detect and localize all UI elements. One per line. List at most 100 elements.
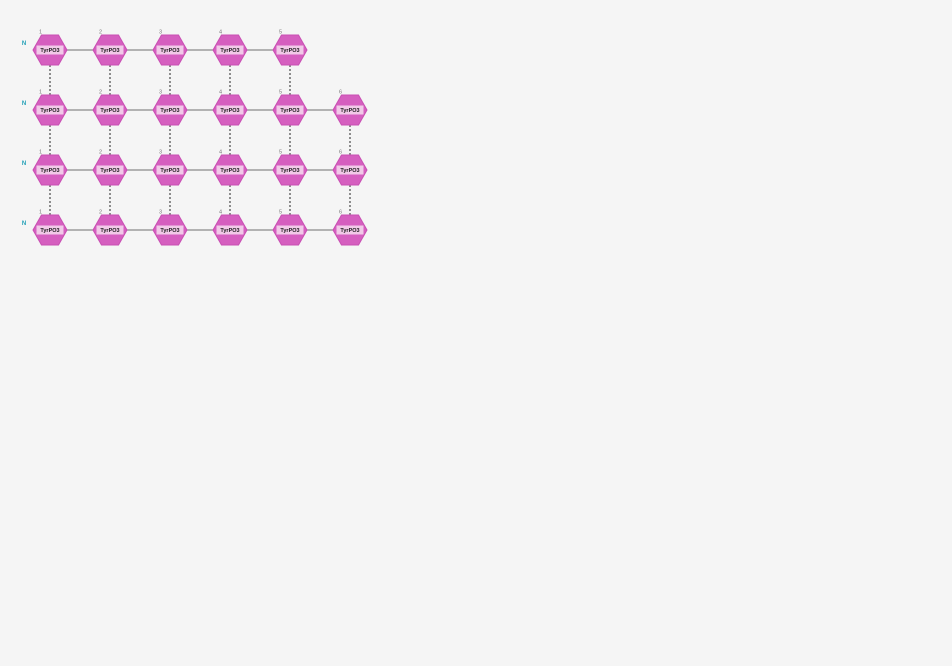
residue-position-label: 4 — [219, 90, 222, 96]
n-terminus-label: N — [22, 41, 26, 47]
residue-label-band — [216, 105, 244, 115]
residue-position-label: 4 — [219, 30, 222, 36]
residue-node[interactable]: TyrPO3 — [92, 34, 128, 66]
residue-position-label: 6 — [339, 150, 342, 156]
residue-label-band — [156, 225, 184, 235]
residue-node[interactable]: TyrPO3 — [92, 214, 128, 246]
residue-position-label: 5 — [279, 150, 282, 156]
residue-node[interactable]: TyrPO3 — [332, 154, 368, 186]
residue-label-band — [96, 165, 124, 175]
residue-name-label: TyrPO3 — [160, 228, 179, 234]
residue-position-label: 1 — [39, 210, 42, 216]
residue-position-label: 4 — [219, 150, 222, 156]
residue-node[interactable]: TyrPO3 — [272, 34, 308, 66]
residue-name-label: TyrPO3 — [280, 168, 299, 174]
residue-label-band — [336, 225, 364, 235]
residue-position-label: 5 — [279, 30, 282, 36]
residue-node[interactable]: TyrPO3 — [32, 34, 68, 66]
residue-label-band — [216, 45, 244, 55]
residue-label-band — [216, 165, 244, 175]
residue-label-band — [216, 225, 244, 235]
residue-name-label: TyrPO3 — [40, 108, 59, 114]
residue-position-label: 3 — [159, 90, 162, 96]
residue-name-label: TyrPO3 — [40, 228, 59, 234]
residue-label-band — [36, 105, 64, 115]
residue-label-band — [336, 105, 364, 115]
residue-position-label: 3 — [159, 210, 162, 216]
residue-label-band — [96, 45, 124, 55]
residue-position-label: 1 — [39, 150, 42, 156]
residue-node[interactable]: TyrPO3 — [332, 94, 368, 126]
residue-label-band — [276, 225, 304, 235]
residue-label-band — [36, 225, 64, 235]
peptide-bond-layer — [67, 49, 333, 231]
residue-name-label: TyrPO3 — [220, 228, 239, 234]
residue-position-label: 2 — [99, 150, 102, 156]
residue-name-label: TyrPO3 — [100, 48, 119, 54]
residue-node[interactable]: TyrPO3 — [272, 94, 308, 126]
residue-node[interactable]: TyrPO3 — [272, 214, 308, 246]
residue-node[interactable]: TyrPO3 — [272, 154, 308, 186]
residue-name-label: TyrPO3 — [220, 168, 239, 174]
residue-node[interactable]: TyrPO3 — [152, 94, 188, 126]
residue-name-label: TyrPO3 — [220, 48, 239, 54]
residue-node[interactable]: TyrPO3 — [92, 154, 128, 186]
residue-node[interactable]: TyrPO3 — [152, 214, 188, 246]
residue-node[interactable]: TyrPO3 — [92, 94, 128, 126]
residue-label-band — [276, 45, 304, 55]
residue-position-label: 6 — [339, 210, 342, 216]
residue-position-label: 2 — [99, 210, 102, 216]
residue-node[interactable]: TyrPO3 — [152, 154, 188, 186]
residue-position-label: 1 — [39, 90, 42, 96]
residue-node[interactable]: TyrPO3 — [212, 214, 248, 246]
residue-name-label: TyrPO3 — [280, 108, 299, 114]
residue-label-band — [96, 105, 124, 115]
residue-name-label: TyrPO3 — [40, 48, 59, 54]
residue-node[interactable]: TyrPO3 — [212, 94, 248, 126]
residue-name-label: TyrPO3 — [100, 228, 119, 234]
residue-position-label: 5 — [279, 90, 282, 96]
n-terminus-label: N — [22, 161, 26, 167]
residue-label-band — [156, 105, 184, 115]
residue-label-band — [156, 165, 184, 175]
residue-name-label: TyrPO3 — [160, 108, 179, 114]
residue-position-label: 4 — [219, 210, 222, 216]
residue-node[interactable]: TyrPO3 — [332, 214, 368, 246]
residue-node[interactable]: TyrPO3 — [32, 214, 68, 246]
residue-name-label: TyrPO3 — [220, 108, 239, 114]
residue-position-label: 2 — [99, 90, 102, 96]
residue-name-label: TyrPO3 — [160, 48, 179, 54]
residue-node[interactable]: TyrPO3 — [32, 154, 68, 186]
residue-node[interactable]: TyrPO3 — [152, 34, 188, 66]
residue-label-band — [36, 45, 64, 55]
residue-label-band — [336, 165, 364, 175]
residue-label-band — [156, 45, 184, 55]
residue-name-label: TyrPO3 — [100, 168, 119, 174]
residue-position-label: 3 — [159, 30, 162, 36]
residue-position-label: 6 — [339, 90, 342, 96]
hydrogen-bond-layer — [49, 65, 351, 215]
residue-name-label: TyrPO3 — [40, 168, 59, 174]
residue-name-label: TyrPO3 — [340, 108, 359, 114]
residue-label-band — [276, 105, 304, 115]
n-terminus-label: N — [22, 221, 26, 227]
n-terminus-label: N — [22, 101, 26, 107]
residue-name-label: TyrPO3 — [280, 228, 299, 234]
residue-position-label: 1 — [39, 30, 42, 36]
residue-position-label: 5 — [279, 210, 282, 216]
residue-label-band — [36, 165, 64, 175]
residue-label-band — [96, 225, 124, 235]
residue-name-label: TyrPO3 — [340, 228, 359, 234]
residue-node[interactable]: TyrPO3 — [212, 34, 248, 66]
residue-node[interactable]: TyrPO3 — [32, 94, 68, 126]
residue-node[interactable]: TyrPO3 — [212, 154, 248, 186]
residue-name-label: TyrPO3 — [280, 48, 299, 54]
residue-name-label: TyrPO3 — [160, 168, 179, 174]
residue-name-label: TyrPO3 — [340, 168, 359, 174]
residue-position-label: 2 — [99, 30, 102, 36]
residue-position-label: 3 — [159, 150, 162, 156]
residue-label-band — [276, 165, 304, 175]
